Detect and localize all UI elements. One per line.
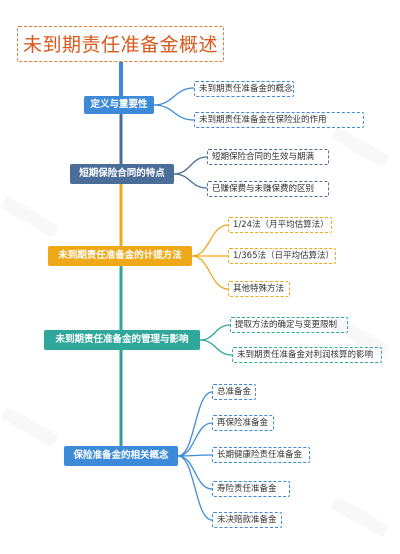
branch-node[interactable]: 短期保险合同的特点 <box>70 164 174 184</box>
branch-connector <box>153 104 195 121</box>
branch-connector <box>153 87 195 106</box>
root-title[interactable]: 未到期责任准备金概述 <box>17 26 224 62</box>
leaf-node[interactable]: 短期保险合同的生效与期满 <box>207 149 329 165</box>
branch-node[interactable]: 未到期责任准备金的管理与影响 <box>44 330 200 350</box>
branch-connector <box>199 339 233 356</box>
leaf-node[interactable]: 未到期责任准备金对利润核算的影响 <box>232 347 382 363</box>
branch-connector <box>199 324 231 341</box>
leaf-node[interactable]: 其他特殊方法 <box>228 281 290 297</box>
branch-node[interactable]: 保险准备金的相关概念 <box>64 446 178 466</box>
leaf-node[interactable]: 已赚保费与未赚保费的区别 <box>207 181 329 197</box>
leaf-node[interactable]: 再保险准备金 <box>212 415 274 431</box>
leaf-node[interactable]: 未到期责任准备金的概念 <box>194 81 294 97</box>
branch-connector <box>191 224 229 257</box>
branch-connector <box>177 391 213 457</box>
branch-connector <box>173 156 208 175</box>
leaf-node[interactable]: 总准备金 <box>212 384 256 400</box>
branch-node[interactable]: 定义与重要性 <box>84 96 154 114</box>
leaf-node[interactable]: 提取方法的确定与变更限制 <box>230 317 348 333</box>
branch-connector <box>191 255 229 290</box>
branch-connector <box>177 455 213 490</box>
leaf-node[interactable]: 长期健康险责任准备金 <box>212 447 310 463</box>
branch-node[interactable]: 未到期责任准备金的计提方法 <box>48 246 192 266</box>
branch-connector <box>177 422 213 457</box>
branch-connector <box>173 173 208 189</box>
leaf-node[interactable]: 未决赔款准备金 <box>212 512 282 528</box>
leaf-node[interactable]: 1/365法（日平均估算法） <box>228 248 336 264</box>
branch-connector <box>177 455 213 521</box>
leaf-node[interactable]: 未到期责任准备金在保险业的作用 <box>194 112 364 128</box>
leaf-node[interactable]: 寿险责任准备金 <box>212 481 290 497</box>
leaf-node[interactable]: 1/24法（月平均估算法） <box>228 217 332 233</box>
